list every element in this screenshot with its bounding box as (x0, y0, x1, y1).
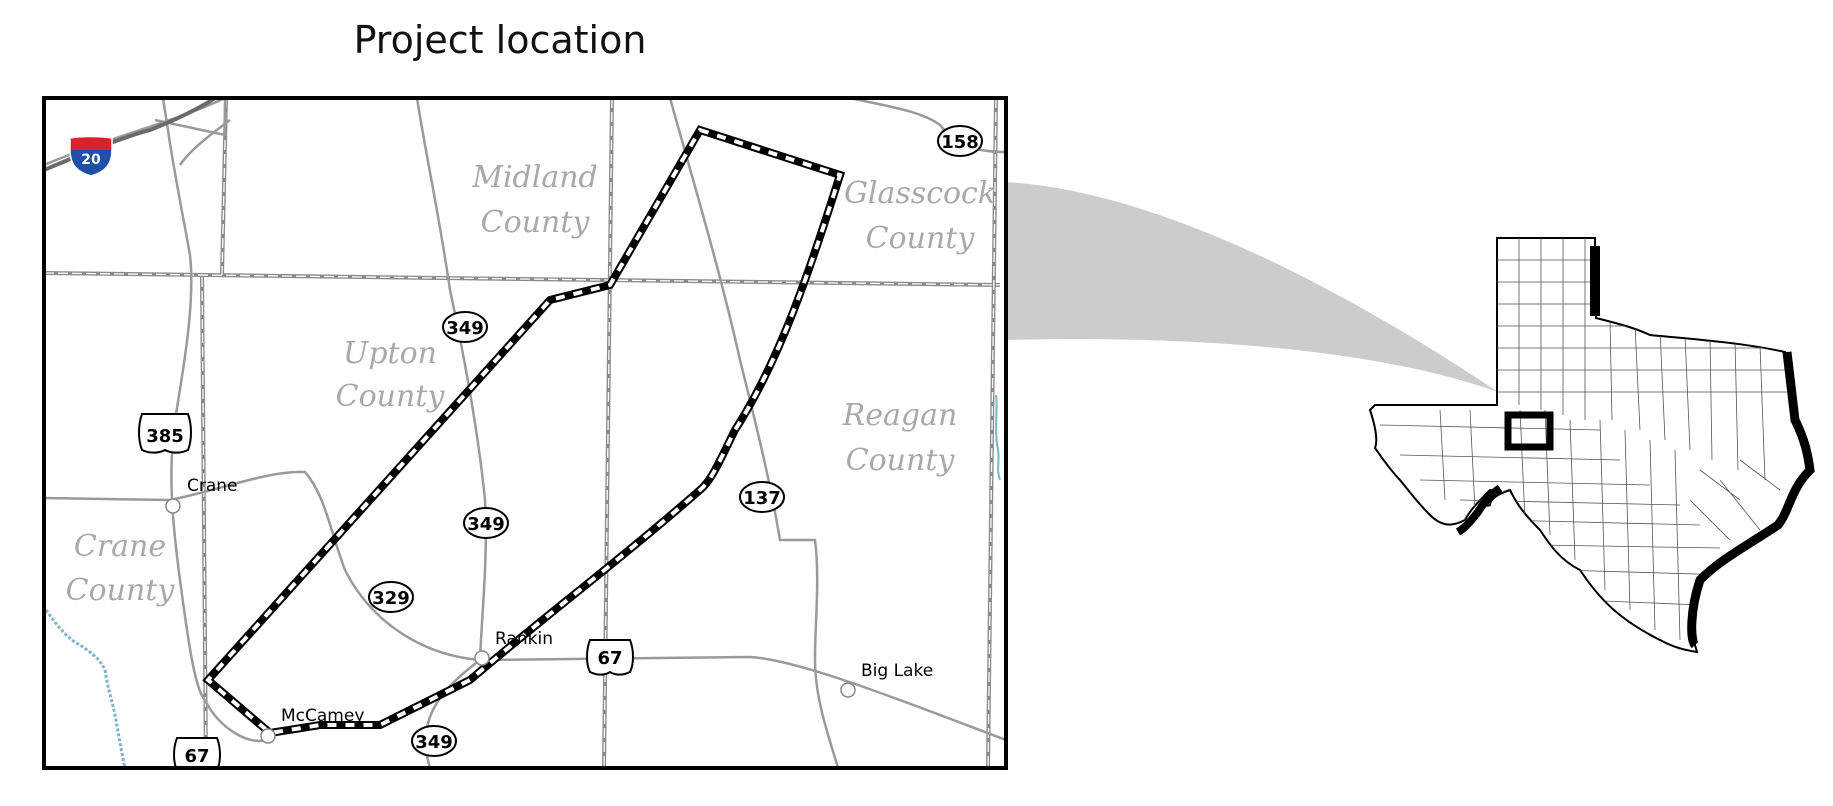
svg-text:349: 349 (446, 318, 484, 339)
svg-text:385: 385 (146, 426, 184, 447)
svg-text:349: 349 (415, 732, 453, 753)
river (44, 609, 127, 768)
svg-text:Rankin: Rankin (495, 629, 553, 649)
route-329-shield: 329 (368, 581, 414, 613)
svg-text:67: 67 (184, 746, 209, 767)
texas-inset-map (1368, 237, 1815, 654)
county-suffix-upton: County (336, 379, 446, 414)
svg-text:329: 329 (372, 588, 410, 609)
svg-text:158: 158 (941, 132, 979, 153)
county-label-crane: Crane (74, 529, 166, 564)
map-title: Project location (353, 18, 647, 62)
town-crane: Crane (165, 476, 238, 514)
county-label-glasscock: Glasscock (844, 176, 996, 211)
callout-wedge (1005, 182, 1498, 392)
route-349-shield-mid: 349 (463, 507, 509, 539)
project-location-marker (1504, 411, 1554, 451)
interstate-20-shield: 20 (69, 135, 113, 177)
county-label-midland: Midland (471, 160, 598, 195)
svg-text:McCamey: McCamey (281, 706, 364, 726)
svg-text:137: 137 (743, 488, 781, 509)
us-67-shield-south: 67 (173, 737, 221, 768)
town-rankin: Rankin (474, 629, 553, 666)
route-349-shield-south: 349 (411, 725, 457, 757)
town-mccamey: McCamey (260, 706, 364, 744)
county-suffix-crane: County (66, 573, 176, 608)
route-137-shield: 137 (739, 481, 785, 513)
county-label-reagan: Reagan (842, 398, 958, 433)
us-385-shield: 385 (138, 413, 192, 454)
county-suffix-glasscock: County (866, 221, 976, 256)
svg-text:67: 67 (597, 648, 622, 669)
county-label-upton: Upton (343, 336, 437, 371)
route-349-shield-north: 349 (442, 311, 488, 343)
us-67-shield-east: 67 (586, 639, 634, 676)
detail-map: Midland County Glasscock County Upton Co… (42, 96, 1008, 770)
route-158-shield: 158 (937, 125, 983, 157)
svg-text:Crane: Crane (187, 476, 238, 496)
town-big-lake: Big Lake (840, 661, 933, 698)
svg-text:Big Lake: Big Lake (861, 661, 933, 681)
county-suffix-reagan: County (846, 443, 956, 478)
svg-text:349: 349 (467, 514, 505, 535)
svg-text:20: 20 (81, 152, 101, 168)
county-suffix-midland: County (481, 205, 591, 240)
